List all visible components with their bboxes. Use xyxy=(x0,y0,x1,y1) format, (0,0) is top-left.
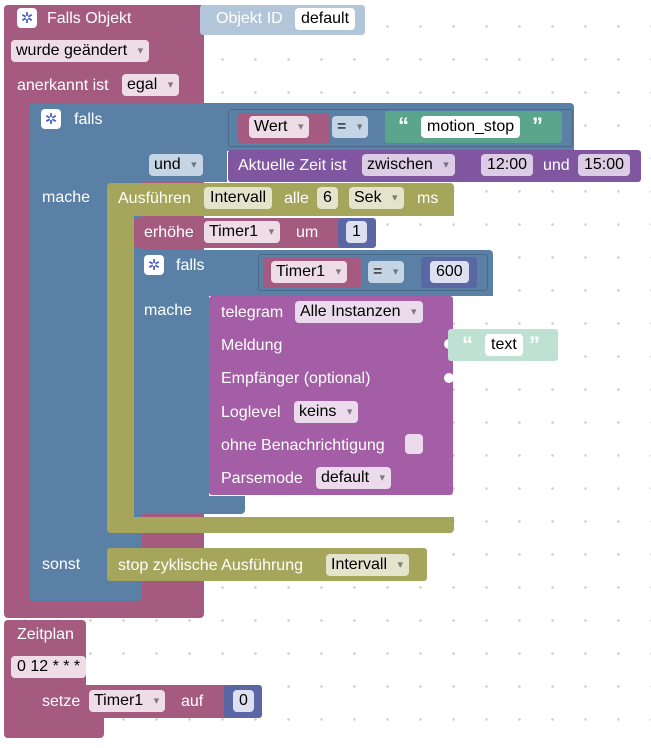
telegram-loglevel-dropdown[interactable]: keins xyxy=(294,401,359,423)
telegram-recipient-label: Empfänger (optional) xyxy=(221,370,371,387)
telegram-silent-checkbox[interactable] xyxy=(405,434,423,454)
inner-num-field[interactable]: 600 xyxy=(430,261,469,283)
quote-open-icon: “ xyxy=(398,113,409,138)
event-title: Falls Objekt xyxy=(47,10,132,27)
interval-unit-dropdown[interactable]: Sek xyxy=(349,187,404,209)
string-field[interactable]: motion_stop xyxy=(421,116,521,138)
interval-label: Ausführen xyxy=(118,190,191,207)
inner-if-footer xyxy=(134,496,245,514)
interval-every-label: alle xyxy=(284,190,309,207)
telegram-block[interactable] xyxy=(209,296,453,495)
and-dropdown[interactable]: und xyxy=(149,154,203,176)
telegram-label: telegram xyxy=(221,304,284,321)
inner-if-falls-label: falls xyxy=(176,257,205,274)
stop-label: stop zyklische Ausführung xyxy=(118,557,303,574)
set-label: setze xyxy=(42,693,81,710)
telegram-message-field[interactable]: text xyxy=(485,334,523,356)
telegram-recipient-socket[interactable] xyxy=(444,373,454,383)
telegram-quote-close-icon: ” xyxy=(529,332,540,357)
increment-by-label: um xyxy=(296,224,319,241)
if-gear-icon[interactable]: ✲ xyxy=(41,109,61,129)
set-value-field[interactable]: 0 xyxy=(233,690,254,712)
inner-operator-dropdown[interactable]: = xyxy=(368,261,405,283)
set-to-label: auf xyxy=(181,693,204,710)
ack-label: anerkannt ist xyxy=(17,77,109,94)
telegram-instance-dropdown[interactable]: Alle Instanzen xyxy=(295,301,423,323)
time-start-field[interactable]: 12:00 xyxy=(481,154,534,176)
increment-var-dropdown[interactable]: Timer1 xyxy=(204,221,281,243)
telegram-loglevel-label: Loglevel xyxy=(221,404,281,421)
time-mode-dropdown[interactable]: zwischen xyxy=(362,154,455,176)
wert-dropdown[interactable]: Wert xyxy=(249,116,310,138)
increment-label: erhöhe xyxy=(144,224,194,241)
inner-if-mache-label: mache xyxy=(144,302,193,319)
inner-timer-dropdown[interactable]: Timer1 xyxy=(271,261,348,283)
telegram-parsemode-label: Parsemode xyxy=(221,470,303,487)
time-end-field[interactable]: 15:00 xyxy=(578,154,631,176)
if-mache-label: mache xyxy=(42,189,91,206)
event-gear-icon[interactable]: ✲ xyxy=(17,8,37,28)
telegram-parsemode-dropdown[interactable]: default xyxy=(316,467,392,489)
ack-dropdown[interactable]: egal xyxy=(122,74,180,96)
interval-ms-label: ms xyxy=(417,190,439,207)
schedule-cron-field[interactable]: 0 12 * * * xyxy=(11,656,87,678)
operator-dropdown[interactable]: = xyxy=(332,116,369,138)
time-condition-label: Aktuelle Zeit ist xyxy=(238,157,347,174)
object-id-label: Objekt ID xyxy=(216,10,283,27)
schedule-footer xyxy=(4,718,104,738)
interval-value-field[interactable]: 6 xyxy=(317,187,338,209)
time-and-text: und xyxy=(543,157,570,174)
changed-dropdown[interactable]: wurde geändert xyxy=(11,40,150,62)
object-id-field[interactable]: default xyxy=(295,8,356,30)
inner-if-gear-icon[interactable]: ✲ xyxy=(144,255,164,275)
telegram-silent-label: ohne Benachrichtigung xyxy=(221,437,385,454)
telegram-message-label: Meldung xyxy=(221,337,283,354)
interval-block[interactable] xyxy=(107,183,134,533)
stop-interval-dropdown[interactable]: Intervall xyxy=(326,554,410,576)
interval-name-field[interactable]: Intervall xyxy=(204,187,273,209)
set-var-dropdown[interactable]: Timer1 xyxy=(89,690,166,712)
if-sonst-label: sonst xyxy=(42,556,81,573)
quote-close-icon: ” xyxy=(532,113,543,138)
interval-footer xyxy=(107,517,454,533)
telegram-quote-open-icon: “ xyxy=(462,332,473,357)
schedule-label: Zeitplan xyxy=(17,626,74,643)
increment-value-field[interactable]: 1 xyxy=(346,221,367,243)
if-falls-label: falls xyxy=(74,111,103,128)
